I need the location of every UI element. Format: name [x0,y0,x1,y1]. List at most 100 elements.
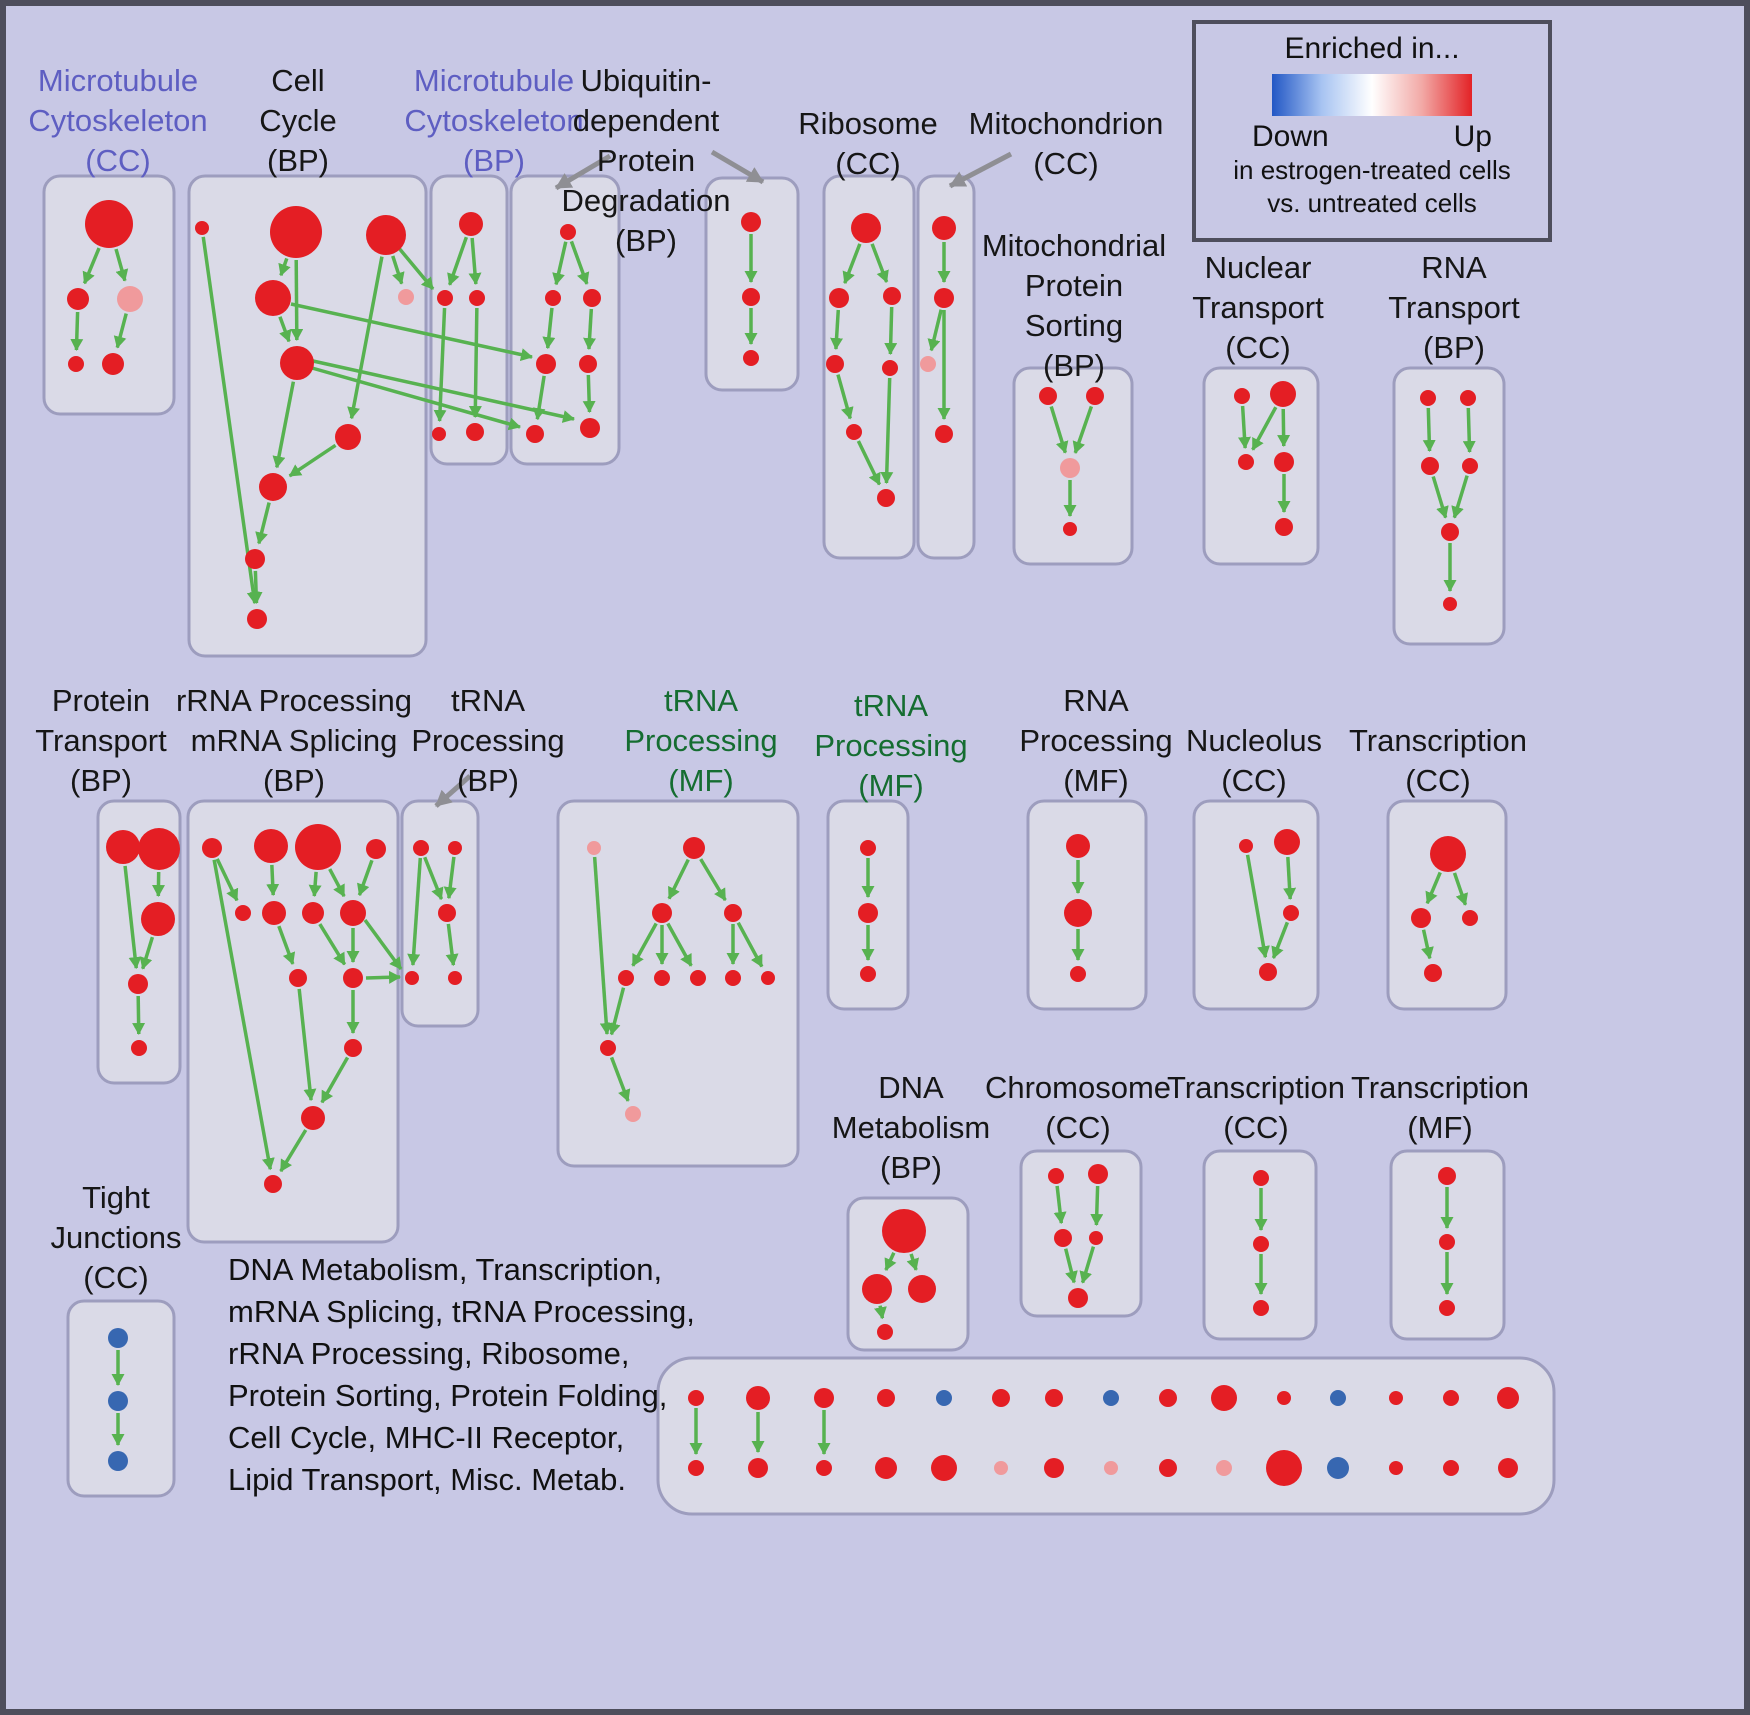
go-term-node [108,1451,128,1471]
go-edge [927,309,943,352]
go-term-node [68,356,84,372]
go-edge [1452,872,1469,906]
go-term-node [106,830,140,864]
go-term-node [466,423,484,441]
go-edge [542,307,556,350]
go-edge [880,377,894,485]
label-pointer-arrow [434,774,472,808]
go-edge [212,859,275,1171]
label-pointer-arrow [948,151,1013,189]
cluster-box-chromosome-cc [1019,1149,1143,1318]
go-term-node [761,971,775,985]
go-edge [320,1056,350,1104]
go-edge [906,1253,920,1271]
go-term-node [398,289,414,305]
cluster-box-protein-transport-bp [96,799,182,1085]
go-edge [736,921,764,968]
go-edge [279,1129,308,1173]
go-term-node [883,287,901,305]
go-term-node [117,286,143,312]
go-edge [552,241,568,286]
go-term-node [536,354,556,374]
go-term-node [1239,839,1253,853]
go-term-node [280,346,314,380]
go-term-node [1411,908,1431,928]
go-term-node [683,837,705,859]
go-term-node [994,1461,1008,1475]
go-term-node [1441,523,1459,541]
legend-up-label: Up [1453,120,1492,153]
go-term-node [448,841,462,855]
legend-down-label: Down [1252,120,1329,153]
go-edge [1422,407,1436,453]
go-term-node [1439,1300,1455,1316]
go-term-node [438,904,456,922]
go-term-node [295,824,341,870]
go-term-node [343,968,363,988]
go-term-node [1424,964,1442,982]
go-term-node [247,609,267,629]
go-edge [1053,1185,1067,1225]
go-term-node [846,424,862,440]
go-term-node [1498,1458,1518,1478]
go-term-node [366,839,386,859]
go-term-node [448,971,462,985]
go-term-node [1443,597,1457,611]
legend: Enriched in... Down Up in estrogen-treat… [1192,20,1552,242]
go-term-node [931,1455,957,1481]
go-cross-edge [290,302,533,361]
go-term-node [1443,1390,1459,1406]
go-edge [249,570,263,605]
go-term-node [654,970,670,986]
go-term-node [289,969,307,987]
go-term-node [742,288,760,306]
go-edge [1425,871,1442,905]
go-term-node [235,905,251,921]
go-edge [308,871,322,898]
go-term-node [437,290,453,306]
go-edge [266,864,280,897]
go-edge [278,316,292,343]
go-term-node [877,1389,895,1407]
go-term-node [1283,905,1299,921]
go-edge [468,237,482,286]
go-edge [423,856,444,901]
go-edge [631,922,658,967]
go-edge [278,257,291,277]
go-edge [70,311,84,352]
legend-subtitle-1: in estrogen-treated cells [1233,155,1511,185]
go-term-node [108,1328,128,1348]
go-term-node [560,224,576,240]
go-edge [666,922,693,967]
go-edge [201,236,260,605]
go-edge [583,308,597,351]
go-term-node [587,841,601,855]
go-term-node [860,840,876,856]
go-term-node [860,966,876,982]
label-pointer-arrow [710,149,765,185]
go-term-node [1039,387,1057,405]
go-edge [123,865,142,970]
cluster-box-nuclear-transport-cc [1202,366,1320,566]
go-term-node [366,215,406,255]
go-edge [1421,929,1434,960]
go-term-node [877,489,895,507]
go-edge [569,240,590,285]
go-edge [443,856,457,900]
go-term-node [245,549,265,569]
go-term-node [1253,1300,1269,1316]
cluster-box-cell-cycle-bp [187,174,428,658]
go-term-node [1274,452,1294,472]
go-term-node [579,355,597,373]
go-edge [842,243,862,285]
go-edge [1277,408,1291,448]
go-edge [1431,476,1449,519]
go-edge [1462,407,1476,454]
go-term-node [625,1106,641,1122]
go-edge [830,309,844,351]
go-term-node [1103,1390,1119,1406]
go-edge [255,502,271,545]
go-edge [132,995,146,1036]
go-term-node [1497,1387,1519,1409]
go-edge [609,1056,631,1102]
